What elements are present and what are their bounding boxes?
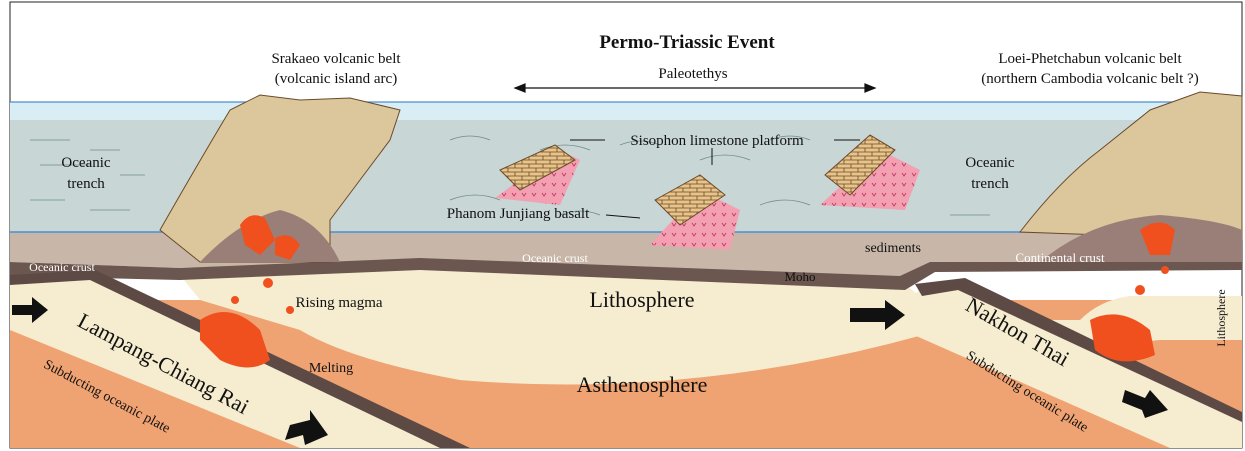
label-phanom: Phanom Junjiang basalt xyxy=(447,206,590,222)
label-oceanic-crust-center: Oceanic crust xyxy=(522,251,588,265)
label-sisophon: Sisophon limestone platform xyxy=(630,133,804,149)
label-lithosphere: Lithosphere xyxy=(589,287,694,312)
label-asthenosphere: Asthenosphere xyxy=(577,372,708,397)
label-melting: Melting xyxy=(309,361,353,376)
label-srakaeo: Srakaeo volcanic belt xyxy=(271,51,401,67)
diagram-title: Permo-Triassic Event xyxy=(599,32,775,53)
label-paleotethys: Paleotethys xyxy=(658,66,727,82)
sea-surface xyxy=(10,102,1242,120)
label-rising-magma: Rising magma xyxy=(295,295,382,311)
label-sediments: sediments xyxy=(865,241,921,256)
label-trench-left: Oceanic xyxy=(61,155,110,171)
label-trench-right: Oceanic xyxy=(965,155,1014,171)
label-lithosphere-vertical: Lithosphere xyxy=(1214,289,1228,346)
label-loei-sub: (northern Cambodia volcanic belt ?) xyxy=(981,71,1198,87)
label-continental-crust: Continental crust xyxy=(1015,250,1105,265)
label-oceanic-crust-left: Oceanic crust xyxy=(29,260,95,274)
label-trench-right-2: trench xyxy=(971,176,1009,192)
label-srakaeo-sub: (volcanic island arc) xyxy=(275,71,397,87)
label-trench-left-2: trench xyxy=(67,176,105,192)
label-loei: Loei-Phetchabun volcanic belt xyxy=(998,51,1182,67)
label-moho: Moho xyxy=(784,269,815,284)
